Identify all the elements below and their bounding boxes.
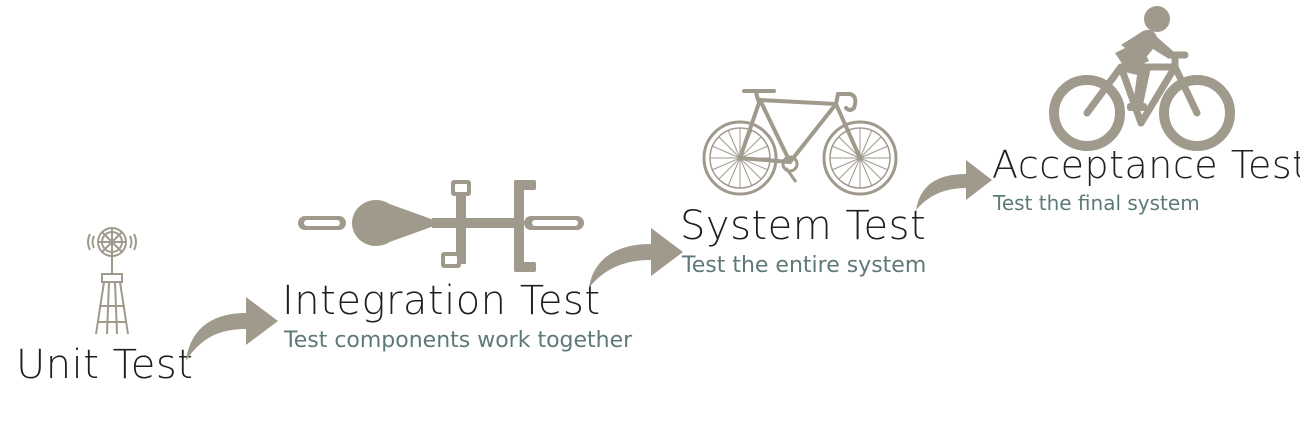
curved-arrow-icon [916, 160, 992, 210]
windmill-icon [87, 227, 137, 335]
curved-arrow-icon [186, 297, 278, 361]
system-test-title: System Test [680, 203, 927, 249]
curved-arrow-icon [589, 228, 683, 288]
acceptance-test-title: Acceptance Test [992, 143, 1300, 187]
connected-components-icon [298, 180, 584, 272]
integration-test-subtitle: Test components work together [284, 328, 633, 353]
unit-test-title: Unit Test [16, 342, 194, 388]
road-bike-icon [702, 89, 898, 196]
integration-test-title: Integration Test [282, 278, 601, 324]
acceptance-test-subtitle: Test the final system [993, 191, 1200, 215]
system-test-subtitle: Test the entire system [682, 253, 927, 278]
cyclist-icon [1049, 6, 1235, 151]
